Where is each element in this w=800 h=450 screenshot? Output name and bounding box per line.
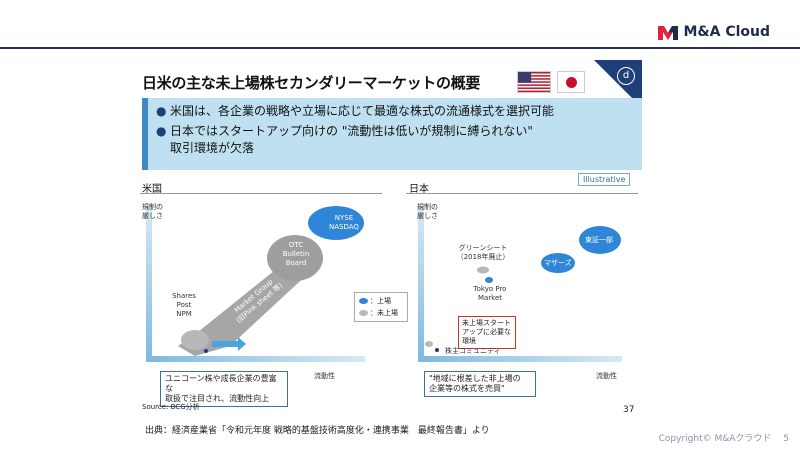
jp-green-sheet-bubble: [477, 266, 489, 274]
bullet-text: 米国は、各企業の戦略や立場に応じて最適な株式の流通様式を選択可能: [170, 104, 555, 118]
us-liquidity-arrow: [212, 337, 246, 351]
jp-green-sheet-label: グリーンシート （2018年廃止）: [456, 244, 510, 261]
legend-item-listed: ：上場: [359, 295, 403, 307]
us-y-axis: [146, 206, 152, 362]
us-section-label: 米国: [142, 184, 162, 195]
brand[interactable]: M&A Cloud: [658, 24, 770, 40]
jp-tokyo-pro-label: Tokyo Pro Market: [473, 285, 507, 302]
jp-mothers-label: マザーズ: [544, 259, 572, 267]
legend-listed-icon: [359, 298, 368, 304]
us-x-axis: [146, 356, 365, 362]
copyright-footer: Copyright© M&Aクラウド 5: [658, 434, 789, 444]
japan-flag-icon: [557, 71, 585, 93]
slide-image: 日米の主な未上場株セカンダリーマーケットの概要 d ● 米国は、各企業の戦略や立…: [132, 60, 652, 442]
us-flag-icon: [517, 71, 551, 93]
legend-unlisted-icon: [359, 310, 368, 316]
us-note-anchor-dot: [204, 349, 208, 353]
jp-x-axis: [418, 356, 622, 362]
jp-startup-box: 未上場スタート アップに必要な 環境: [458, 316, 516, 349]
top-bar: M&A Cloud: [0, 0, 800, 49]
jp-tse-bubble: [579, 226, 621, 254]
bullet-panel: ● 米国は、各企業の戦略や立場に応じて最適な株式の流通様式を選択可能 ● 日本で…: [142, 98, 642, 170]
jp-x-axis-label: 流動性: [596, 372, 617, 380]
us-y-axis-label: 規制の 厳しさ: [142, 203, 163, 220]
us-shares-post-bubble: [181, 330, 209, 350]
brand-logo-icon: [658, 26, 679, 40]
bullet-text: 取引環境が欠落: [170, 141, 255, 155]
jp-y-axis-label: 規制の 厳しさ: [417, 203, 438, 220]
japan-section-label: 日本: [409, 184, 429, 195]
japan-chart: [418, 206, 622, 362]
us-otc-bb-bubble: [267, 235, 323, 281]
bullet-text: 日本ではスタートアップ向けの "流動性は低いが規制に縛られない": [170, 124, 533, 138]
citation-text: 出典：経済産業省「令和元年度 戦略的基盤技術高度化・連携事業 最終報告書」より: [145, 426, 490, 436]
slide-title: 日米の主な未上場株セカンダリーマーケットの概要: [142, 74, 481, 92]
japan-section-divider: [406, 193, 638, 194]
chart-legend: ：上場 ：未上場: [354, 292, 408, 322]
brand-name: M&A Cloud: [683, 24, 770, 40]
jp-community-label: 株主コミュニティ: [445, 347, 501, 355]
header-divider: [0, 47, 800, 49]
jp-y-axis: [418, 206, 424, 362]
bullet-dot-icon: ●: [156, 124, 167, 138]
jp-tokyo-pro-bubble: [485, 277, 493, 283]
us-otc-bb-label: OTC Bulletin Board: [282, 241, 310, 267]
us-shares-post-label: Shares Post NPM: [172, 292, 196, 318]
jp-note-box: "地域に根差した非上場の 企業等の株式を売買": [424, 371, 536, 397]
legend-item-unlisted: ：未上場: [359, 307, 403, 319]
corner-badge: d: [617, 67, 635, 85]
us-chart: [146, 206, 365, 362]
illustrative-badge: Illustrative: [578, 173, 631, 186]
us-nyse-bubble: [308, 206, 364, 240]
us-section-divider: [140, 193, 382, 194]
slide-page-number: 37: [623, 405, 635, 415]
us-note-box: ユニコーン株や成長企業の豊富な 取扱で注目され、流動性向上: [160, 371, 288, 407]
jp-note-anchor-dot: [435, 348, 439, 352]
source-note: Source: BCG分析: [142, 403, 200, 411]
us-x-axis-label: 流動性: [314, 372, 335, 380]
bullet-item: ● 米国は、各企業の戦略や立場に応じて最適な株式の流通様式を選択可能: [156, 103, 642, 120]
bullet-item: ● 日本ではスタートアップ向けの "流動性は低いが規制に縛られない": [156, 123, 642, 140]
jp-mothers-bubble: [541, 253, 575, 273]
us-nyse-label: NYSE NASDAQ: [329, 214, 359, 231]
bullet-dot-icon: ●: [156, 104, 167, 118]
us-otc-market-band: [178, 258, 312, 356]
jp-tse-label: 東証一部: [585, 236, 613, 244]
bullet-item-continuation: 取引環境が欠落: [156, 140, 642, 157]
jp-community-bubble: [425, 341, 433, 347]
